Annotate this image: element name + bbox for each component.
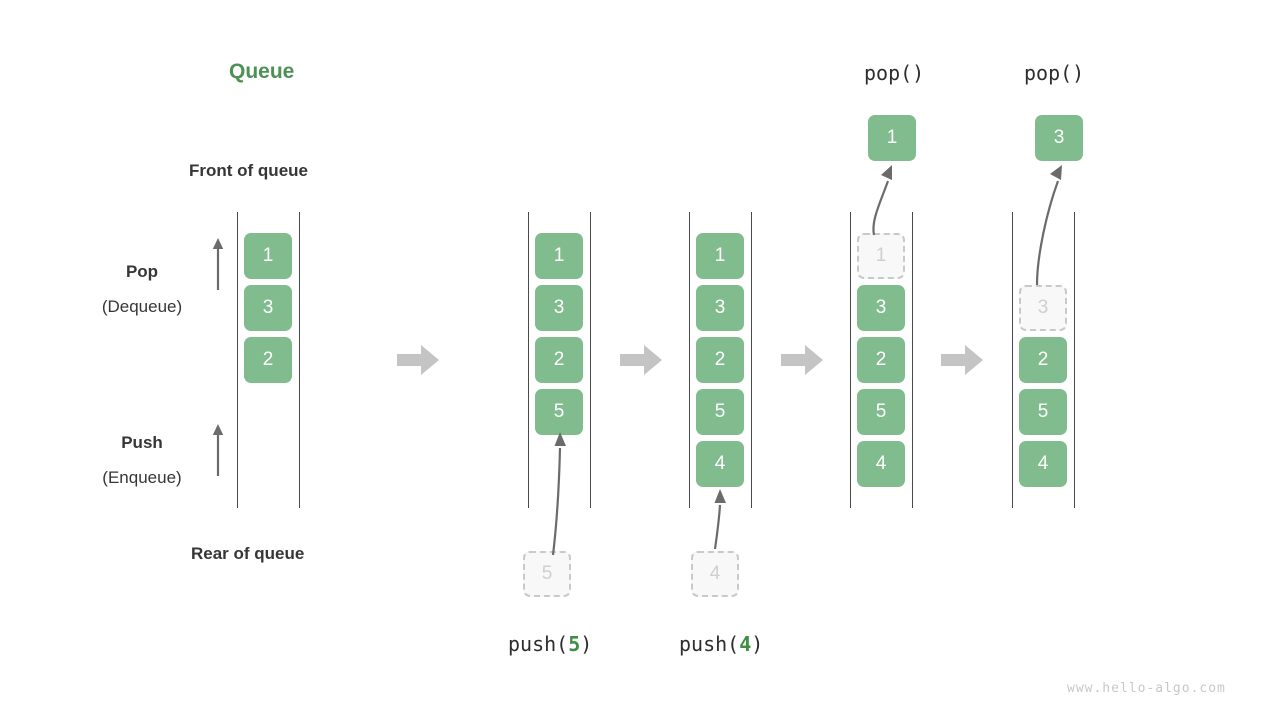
queue-cell: 1 [696, 233, 744, 279]
pop-1-operation-label: pop() [864, 61, 925, 85]
push-4-arrow-icon [705, 487, 735, 550]
queue-rail-left-col5 [1012, 212, 1013, 508]
incoming-ghost-cell: 5 [523, 551, 571, 597]
push-5-arrow-icon [540, 430, 580, 556]
queue-rail-right-col2 [590, 212, 591, 508]
watermark: www.hello-algo.com [1067, 681, 1226, 696]
push-4-suffix: ) [751, 632, 764, 656]
transition-arrow-icon [397, 345, 439, 375]
queue-cell: 3 [857, 285, 905, 331]
queue-cell: 4 [857, 441, 905, 487]
queue-cell: 2 [857, 337, 905, 383]
popped-element-cell: 1 [868, 115, 916, 161]
queue-rail-left-col4 [850, 212, 851, 508]
queue-cell: 5 [535, 389, 583, 435]
queue-rail-left-col1 [237, 212, 238, 508]
push-label-sub: (Enqueue) [102, 468, 182, 487]
pop-label-sub: (Dequeue) [101, 297, 183, 316]
transition-arrow-icon [620, 345, 662, 375]
pop-1-arrow-icon [866, 163, 906, 236]
transition-arrow-icon [941, 345, 983, 375]
queue-rail-right-col4 [912, 212, 913, 508]
push-5-prefix: push( [508, 632, 569, 656]
push-direction-arrow-icon [210, 424, 226, 476]
queue-cell: 4 [1019, 441, 1067, 487]
popped-ghost-cell: 3 [1019, 285, 1067, 331]
incoming-ghost-cell: 4 [691, 551, 739, 597]
queue-rail-left-col3 [689, 212, 690, 508]
queue-cell: 3 [535, 285, 583, 331]
pop-label-main: Pop [125, 262, 159, 281]
pop-direction-arrow-icon [210, 238, 226, 290]
transition-arrow-icon [781, 345, 823, 375]
pop-2-operation-label: pop() [1024, 61, 1085, 85]
queue-cell: 2 [535, 337, 583, 383]
push-label-main: Push [121, 433, 163, 452]
push-4-operation-label: push(4) [679, 632, 763, 656]
queue-rail-right-col1 [299, 212, 300, 508]
pop-2-arrow-icon [1025, 163, 1075, 286]
queue-cell: 2 [696, 337, 744, 383]
queue-cell: 3 [696, 285, 744, 331]
queue-cell: 5 [1019, 389, 1067, 435]
queue-cell: 2 [1019, 337, 1067, 383]
push-5-value: 5 [568, 632, 581, 656]
queue-rail-right-col5 [1074, 212, 1075, 508]
queue-cell: 5 [857, 389, 905, 435]
push-5-operation-label: push(5) [508, 632, 592, 656]
push-4-value: 4 [739, 632, 752, 656]
queue-cell: 1 [535, 233, 583, 279]
queue-rail-left-col2 [528, 212, 529, 508]
rear-of-queue-label: Rear of queue [191, 544, 305, 563]
queue-rail-right-col3 [751, 212, 752, 508]
front-of-queue-label: Front of queue [189, 161, 308, 180]
queue-cell: 5 [696, 389, 744, 435]
queue-cell: 1 [244, 233, 292, 279]
popped-ghost-cell: 1 [857, 233, 905, 279]
queue-cell: 2 [244, 337, 292, 383]
queue-cell: 3 [244, 285, 292, 331]
diagram-title: Queue [229, 60, 295, 83]
queue-cell: 4 [696, 441, 744, 487]
push-5-suffix: ) [580, 632, 593, 656]
push-4-prefix: push( [679, 632, 740, 656]
popped-element-cell: 3 [1035, 115, 1083, 161]
